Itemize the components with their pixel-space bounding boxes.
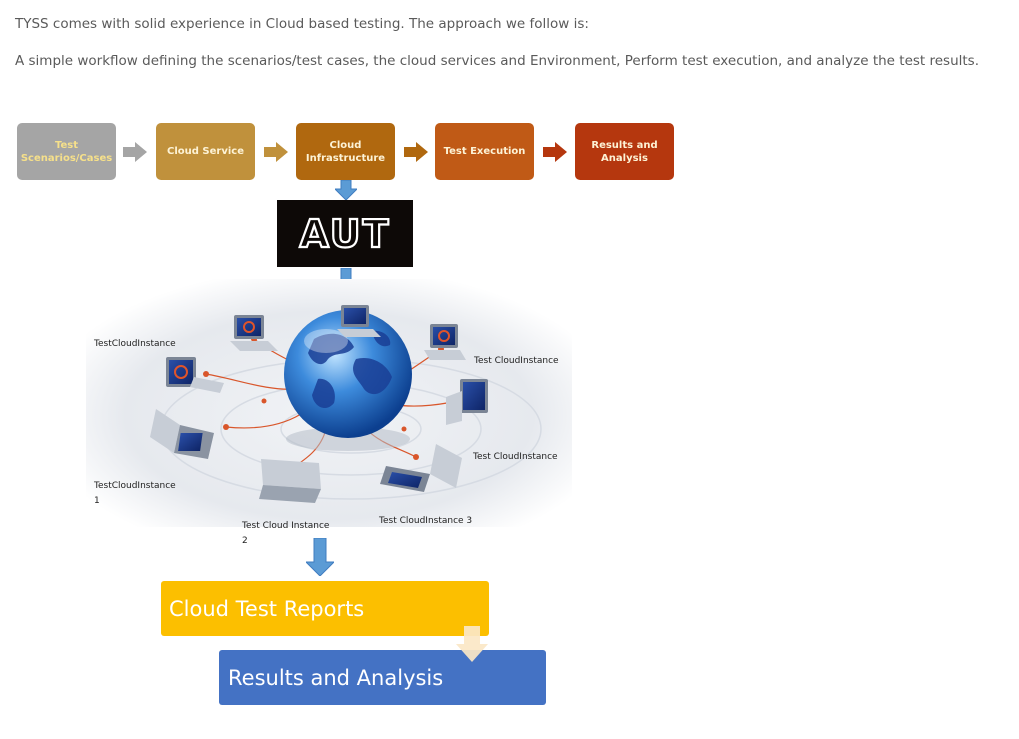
flow-arrow-4 — [543, 142, 567, 162]
results-analysis-box: Results and Analysis — [219, 650, 546, 705]
flow-arrow-shape — [123, 142, 147, 162]
globe-continents — [308, 330, 392, 409]
down-arrow-icon — [306, 538, 334, 576]
step-results-analysis: Results and Analysis — [575, 123, 674, 180]
laptop-icon — [337, 305, 381, 337]
flow-arrow-shape — [264, 142, 288, 162]
flow-arrow-shape — [543, 142, 567, 162]
cloud-instance-label: Test Cloud Instance 2 — [242, 521, 330, 546]
cloud-instance-label: TestCloudInstance 1 — [94, 481, 176, 506]
intro-text-2: A simple workflow defining the scenarios… — [15, 53, 980, 69]
cloud-instance-label: Test CloudInstance — [473, 452, 558, 462]
aut-box: AUT — [277, 200, 413, 267]
laptop-icon — [380, 444, 462, 492]
laptop-icon — [446, 379, 488, 425]
step-test-execution: Test Execution — [435, 123, 534, 180]
step-cloud-service: Cloud Service — [156, 123, 255, 180]
down-arrow-icon — [335, 180, 357, 200]
cloud-instance-label: Test CloudInstance — [474, 356, 559, 366]
cloud-instance-label: TestCloudInstance — [94, 339, 176, 349]
intro-text-1: TYSS comes with solid experience in Clou… — [15, 16, 589, 32]
laptop-icon — [150, 409, 214, 459]
results-analysis-label: Results and Analysis — [228, 665, 444, 690]
laptop-icon — [230, 315, 278, 351]
laptop-icon — [259, 459, 321, 503]
laptop-icon — [424, 324, 466, 360]
flow-arrow-shape — [404, 142, 428, 162]
aut-logo: AUT — [298, 211, 390, 257]
cloud-test-reports-label: Cloud Test Reports — [169, 596, 365, 621]
down-arrow-icon — [456, 626, 488, 662]
flow-arrow-3 — [404, 142, 428, 162]
cloud-network-illustration — [86, 279, 572, 527]
flow-arrow-2 — [264, 142, 288, 162]
step-cloud-infrastructure: Cloud Infrastructure — [296, 123, 395, 180]
cloud-test-reports-box: Cloud Test Reports — [161, 581, 489, 636]
globe-highlight — [304, 329, 348, 353]
laptop-icon — [166, 357, 224, 393]
cloud-instance-label: Test CloudInstance 3 — [379, 516, 473, 526]
globe-shadow — [286, 427, 410, 451]
step-test-scenarios: Test Scenarios/Cases — [17, 123, 116, 180]
flow-arrow-1 — [123, 142, 147, 162]
aut-label: AUT — [299, 212, 390, 256]
